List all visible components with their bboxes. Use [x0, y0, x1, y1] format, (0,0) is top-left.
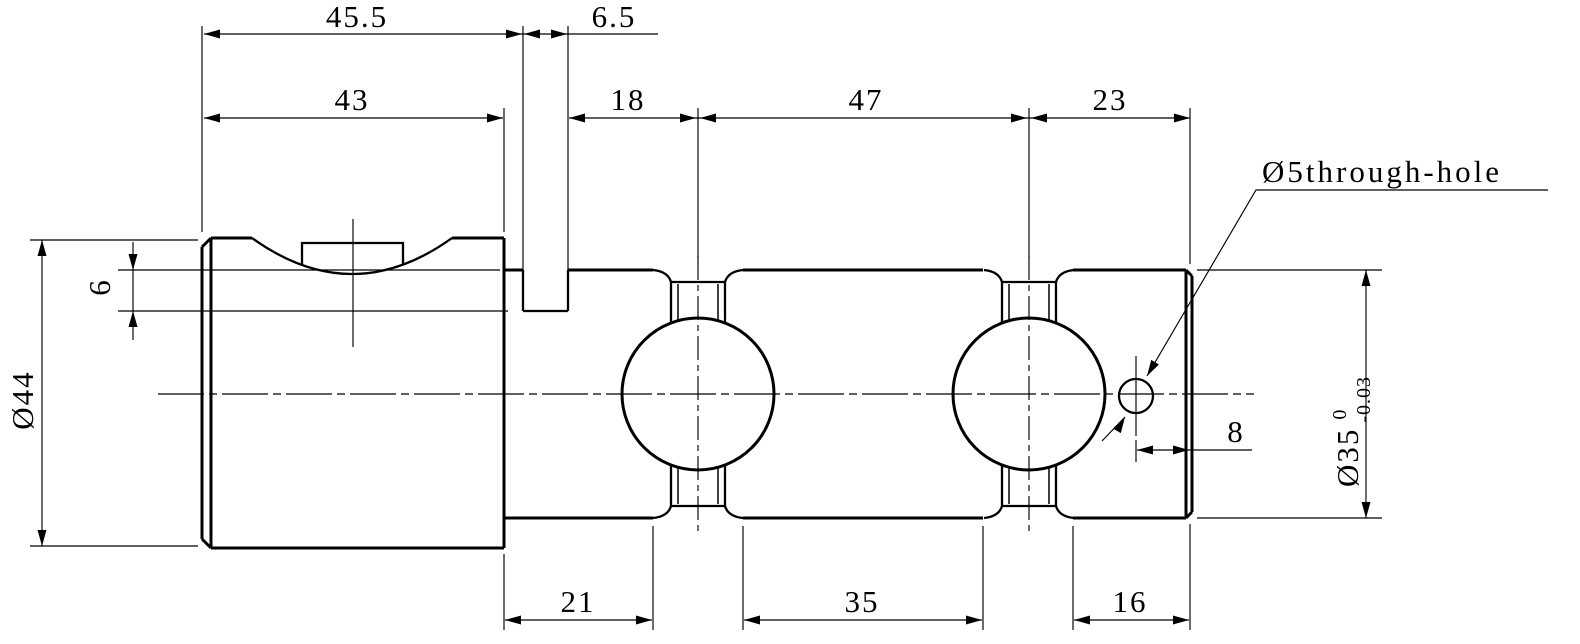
cross-hole-1	[620, 316, 776, 472]
dim-6-depth: 6	[82, 278, 117, 296]
large-cylinder-outline	[200, 236, 506, 550]
dimension-lines	[37, 29, 1548, 625]
dim-8: 8	[1227, 414, 1245, 449]
cross-hole-2	[951, 316, 1107, 472]
dim-dia44: Ø44	[5, 370, 40, 429]
groove1-outline	[652, 268, 744, 520]
leader-arrows	[1113, 359, 1159, 434]
right-end-face	[1184, 268, 1194, 520]
ext-groove2-shoulders	[982, 526, 1074, 630]
dim-6-5: 6.5	[592, 0, 637, 34]
ext-flat-depth	[118, 269, 508, 312]
groove2-fillet-edges	[1008, 284, 1050, 504]
top-slot	[521, 270, 570, 313]
dia35-upper-tolerance: 0	[1329, 409, 1351, 420]
load-boss-outline	[300, 241, 405, 265]
dim-21: 21	[561, 584, 596, 619]
small-through-hole	[1117, 377, 1155, 415]
ext-dia44	[30, 239, 198, 547]
dim-47: 47	[849, 82, 884, 117]
arrows-flat-depth	[128, 254, 138, 327]
dim-18: 18	[611, 82, 646, 117]
dia35-lower-tolerance: -0.03	[1353, 376, 1375, 423]
part-outline	[200, 236, 1194, 550]
extension-lines	[30, 26, 1382, 630]
ext-dia35	[1197, 269, 1382, 519]
dim-16: 16	[1113, 584, 1148, 619]
dim-45-5: 45.5	[326, 0, 388, 34]
through-hole-note: Ø5through-hole	[1262, 154, 1502, 189]
dim-35: 35	[845, 584, 880, 619]
arrows-hole-offset	[1137, 445, 1189, 455]
arrows-bottom-row	[505, 615, 1189, 625]
dia35-nominal: Ø35	[1330, 428, 1365, 487]
ext-groove1-shoulders	[652, 526, 744, 630]
dim-dia35: Ø35 0-0.03	[1329, 376, 1375, 487]
centerlines	[158, 219, 1254, 534]
top-dip-arc	[251, 237, 453, 276]
dim-43: 43	[335, 82, 370, 117]
groove1-fillet-edges	[677, 284, 719, 504]
dim-23: 23	[1093, 82, 1128, 117]
dimension-labels: 45.5 6.5 43 18 47 23 21 35 16 8 6 Ø44 Ø3…	[5, 0, 1502, 619]
ext-slot-walls	[522, 26, 569, 270]
ext-hole-centers-top	[697, 108, 1030, 258]
groove2-outline	[983, 268, 1075, 520]
